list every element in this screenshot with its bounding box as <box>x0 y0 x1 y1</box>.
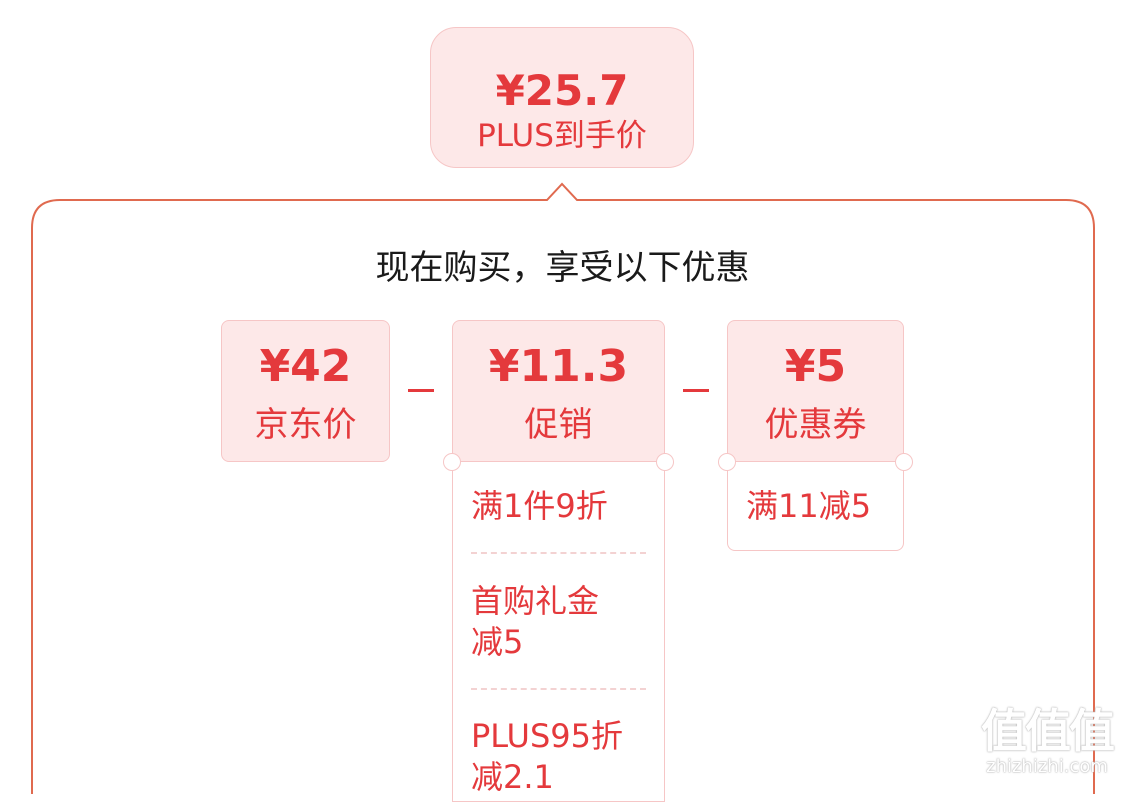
ticket-notch <box>895 453 913 471</box>
list-item: 首购礼金 减5 <box>471 581 599 663</box>
watermark-logo: 值值值 zhizhizhi.com <box>972 708 1122 779</box>
list-item: 满1件9折 <box>471 486 608 527</box>
coupon-line: 满11减5 <box>746 487 872 525</box>
jd-price-card: ¥42 京东价 <box>221 320 390 462</box>
promotion-value: ¥11.3 <box>488 341 629 392</box>
minus-sign <box>408 389 434 392</box>
divider <box>471 552 646 554</box>
promotion-line: 减2.1 <box>471 758 554 796</box>
ticket-notch <box>443 453 461 471</box>
watermark-mark: 值值值 <box>981 704 1115 758</box>
ticket-notch <box>718 453 736 471</box>
promotion-card: ¥11.3 促销 <box>452 320 665 462</box>
jd-price-value: ¥42 <box>259 341 352 392</box>
promotion-label: 促销 <box>524 405 593 445</box>
coupon-card: ¥5 优惠券 <box>727 320 904 462</box>
coupon-label: 优惠券 <box>764 405 867 445</box>
divider <box>471 688 646 690</box>
list-item: 满11减5 <box>746 486 871 527</box>
minus-sign <box>683 389 709 392</box>
promotion-line: PLUS95折 <box>471 717 623 755</box>
coupon-value: ¥5 <box>784 341 847 392</box>
plus-price-label: PLUS到手价 <box>477 118 647 154</box>
list-item: PLUS95折 减2.1 <box>471 716 623 798</box>
coupon-detail-list: 满11减5 <box>727 462 904 551</box>
plus-price-value: ¥25.7 <box>495 66 629 115</box>
section-heading: 现在购买，享受以下优惠 <box>375 248 750 288</box>
promotion-line: 减5 <box>471 623 524 661</box>
jd-price-label: 京东价 <box>254 405 357 445</box>
plus-price-badge: ¥25.7 PLUS到手价 <box>430 27 694 168</box>
promotion-line: 首购礼金 <box>471 582 600 620</box>
promotion-line: 满1件9折 <box>471 487 608 525</box>
watermark-url: zhizhizhi.com <box>986 756 1108 777</box>
promotion-detail-list: 满1件9折 首购礼金 减5 PLUS95折 减2.1 <box>452 462 665 802</box>
ticket-notch <box>656 453 674 471</box>
